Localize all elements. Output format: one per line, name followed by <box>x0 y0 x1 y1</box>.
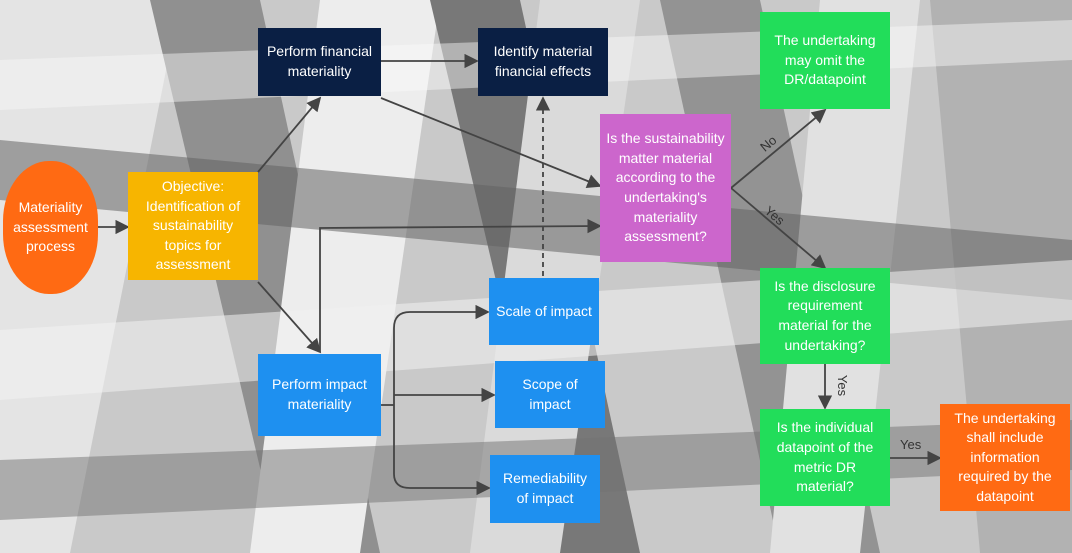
edge-label-yes-to-include: Yes <box>900 437 922 452</box>
node-identify-material-financial-effects: Identify material financial effects <box>478 28 608 96</box>
arrow-financial-to-question <box>380 97 602 188</box>
node-may-omit-datapoint: The undertaking may omit the DR/datapoin… <box>760 12 890 109</box>
arrow-objective-to-financial <box>257 96 322 173</box>
node-objective: Objective: Identification of sustainabil… <box>128 172 258 280</box>
node-perform-impact-materiality: Perform impact materiality <box>258 354 381 436</box>
node-scope-of-impact: Scope of impact <box>495 361 605 428</box>
node-question-sustainability-matter-material: Is the sustainability matter material ac… <box>600 114 731 262</box>
node-remediability-of-impact: Remediability of impact <box>490 455 600 523</box>
node-scale-of-impact: Scale of impact <box>489 278 599 345</box>
node-materiality-assessment-process: Materiality assessment process <box>3 161 98 294</box>
arrow-objective-to-impact <box>257 281 322 354</box>
arrow-impact-to-scale <box>393 304 490 405</box>
edge-label-yes-to-datapoint: Yes <box>835 374 851 397</box>
node-perform-financial-materiality: Perform financial materiality <box>258 28 381 96</box>
arrow-question-to-disclosure <box>730 187 827 270</box>
node-question-disclosure-requirement-material: Is the disclosure requirement material f… <box>760 268 890 364</box>
arrow-impact-to-remediability <box>393 405 491 496</box>
node-question-individual-datapoint-material: Is the individual datapoint of the metri… <box>760 409 890 506</box>
arrow-question-to-omit <box>730 108 827 189</box>
node-shall-include-information: The undertaking shall include informatio… <box>940 404 1070 511</box>
arrow-impact-to-question <box>319 218 602 352</box>
